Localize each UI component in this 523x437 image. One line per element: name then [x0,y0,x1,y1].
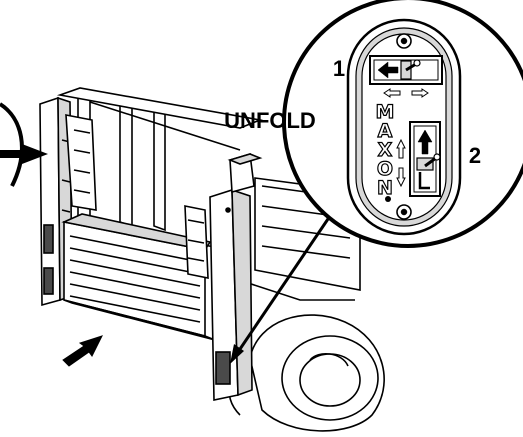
liftgate-platform [61,205,216,341]
unfold-label: UNFOLD [224,108,316,133]
maxon-brand-logo: M A X O N [375,100,395,202]
brand-letter-o: O [377,158,393,180]
toggle-switch-1[interactable] [369,55,443,85]
brand-letter-x: X [378,139,393,161]
toggle-switch-2[interactable] [409,121,441,197]
step-2-label: 2 [469,143,481,168]
step-1-label: 1 [333,56,345,81]
callout-leader-line [230,215,332,364]
brand-dot [385,196,391,202]
left-stanchion [39,96,97,307]
right-stanchion [209,152,263,401]
brand-letter-m: M [376,101,395,123]
brand-letter-n: N [377,177,393,199]
left-callout-arc [0,102,48,187]
switch-1-direction-arrows [383,88,429,98]
brand-letter-a: A [378,120,393,142]
control-box [346,18,462,236]
unfold-direction-arrow [62,335,103,367]
switch-2-direction-arrows [396,138,406,188]
wheel [228,314,385,432]
